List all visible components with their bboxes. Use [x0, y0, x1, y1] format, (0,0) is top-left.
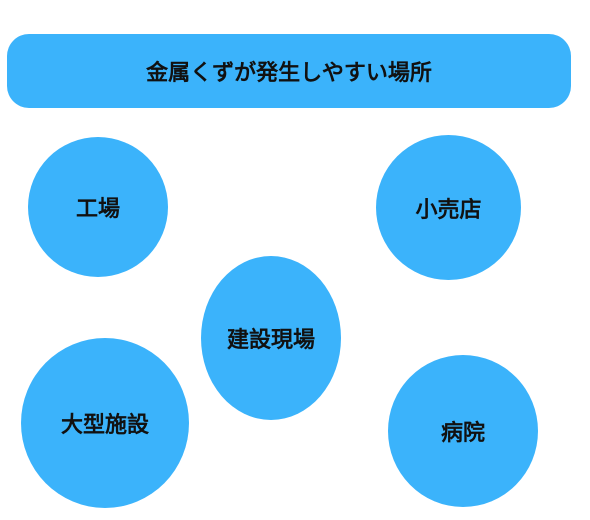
place-circle-factory: 工場 — [28, 137, 168, 277]
place-label-large-facility: 大型施設 — [60, 413, 149, 438]
diagram-title: 金属くずが発生しやすい場所 — [146, 61, 432, 86]
place-circle-construction-site: 建設現場 — [201, 256, 341, 420]
place-label-factory: 工場 — [75, 197, 120, 222]
place-circle-shop: 小売店 — [376, 135, 521, 280]
title-banner: 金属くずが発生しやすい場所 — [7, 34, 571, 108]
place-label-hospital: 病院 — [440, 421, 485, 446]
place-label-construction-site: 建設現場 — [226, 328, 315, 353]
place-circle-hospital: 病院 — [388, 355, 538, 507]
place-label-shop: 小売店 — [415, 197, 482, 223]
place-circle-large-facility: 大型施設 — [21, 338, 189, 508]
